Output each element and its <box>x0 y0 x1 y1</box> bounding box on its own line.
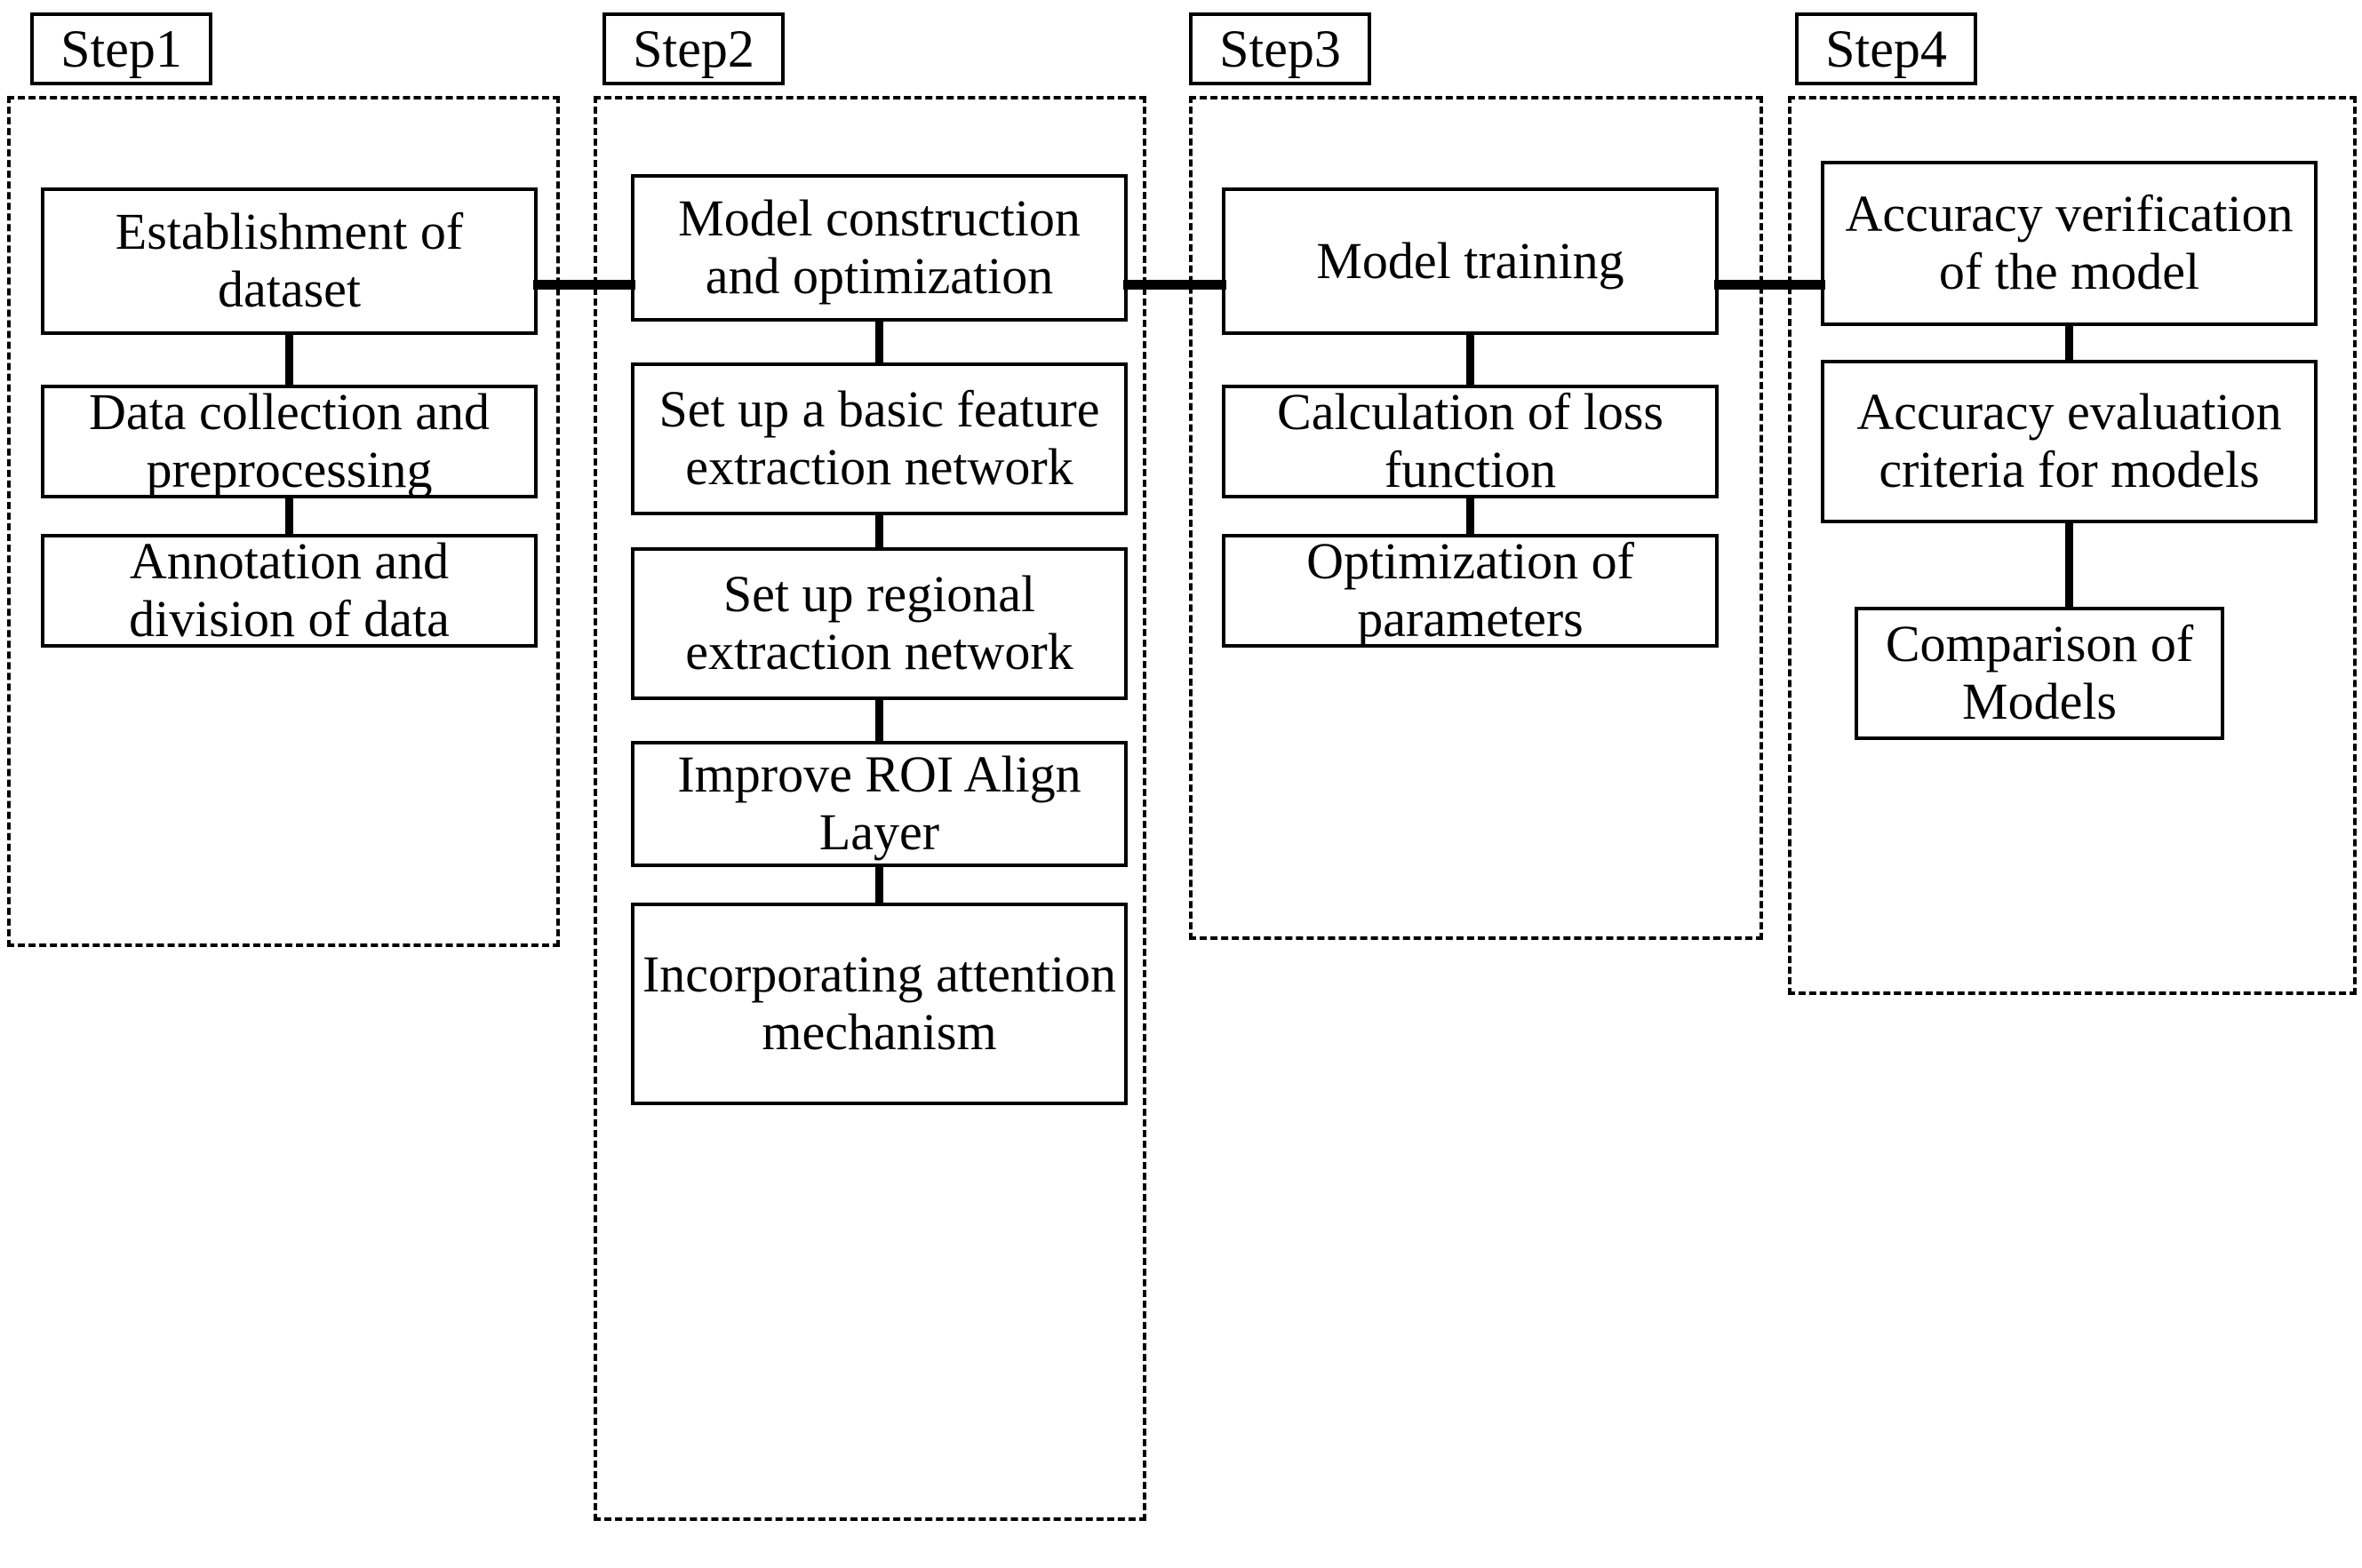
node-set-up-regional-extraction-network: Set up regional extraction network <box>631 547 1128 700</box>
connector-step3-to-step4 <box>1714 280 1825 290</box>
connector-s1n1-s1n2 <box>285 335 293 386</box>
connector-step1-to-step2 <box>533 280 635 290</box>
step-container-step4 <box>1788 96 2357 995</box>
connector-s4n1-s4n2 <box>2065 326 2073 362</box>
node-set-up-basic-feature-extraction-network: Set up a basic feature extraction networ… <box>631 362 1128 515</box>
connector-s2n4-s2n5 <box>875 867 883 904</box>
node-improve-roi-align-layer: Improve ROI Align Layer <box>631 741 1128 867</box>
step-header-step2: Step2 <box>602 12 785 85</box>
connector-s2n2-s2n3 <box>875 515 883 549</box>
node-establishment-of-dataset: Establishment of dataset <box>41 187 538 335</box>
step-header-step3: Step3 <box>1189 12 1371 85</box>
step-header-step1: Step1 <box>30 12 212 85</box>
connector-step2-to-step3 <box>1123 280 1226 290</box>
node-optimization-of-parameters: Optimization of parameters <box>1222 532 1719 648</box>
node-model-training: Model training <box>1222 187 1719 335</box>
step-container-step1 <box>7 96 560 947</box>
node-comparison-of-models: Comparison of Models <box>1855 607 2224 740</box>
node-accuracy-evaluation-criteria-for-models: Accuracy evaluation criteria for models <box>1821 360 2318 523</box>
step-container-step2 <box>594 96 1146 1521</box>
connector-s4n2-s4n3 <box>2065 523 2073 609</box>
node-calculation-of-loss-function: Calculation of loss function <box>1222 383 1719 498</box>
node-accuracy-verification-of-the-model: Accuracy verification of the model <box>1821 161 2318 326</box>
node-annotation-and-division-of-data: Annotation and division of data <box>41 532 538 648</box>
node-data-collection-and-preprocessing: Data collection and preprocessing <box>41 383 538 498</box>
node-model-construction-and-optimization: Model construction and optimization <box>631 174 1128 322</box>
connector-s2n3-s2n4 <box>875 700 883 743</box>
node-incorporating-attention-mechanism: Incorporating attention mechanism <box>631 903 1128 1105</box>
connector-s1n2-s1n3 <box>285 498 293 536</box>
connector-s2n1-s2n2 <box>875 322 883 364</box>
step-header-step4: Step4 <box>1795 12 1977 85</box>
step-container-step3 <box>1189 96 1763 940</box>
connector-s3n1-s3n2 <box>1466 335 1474 386</box>
connector-s3n2-s3n3 <box>1466 498 1474 536</box>
